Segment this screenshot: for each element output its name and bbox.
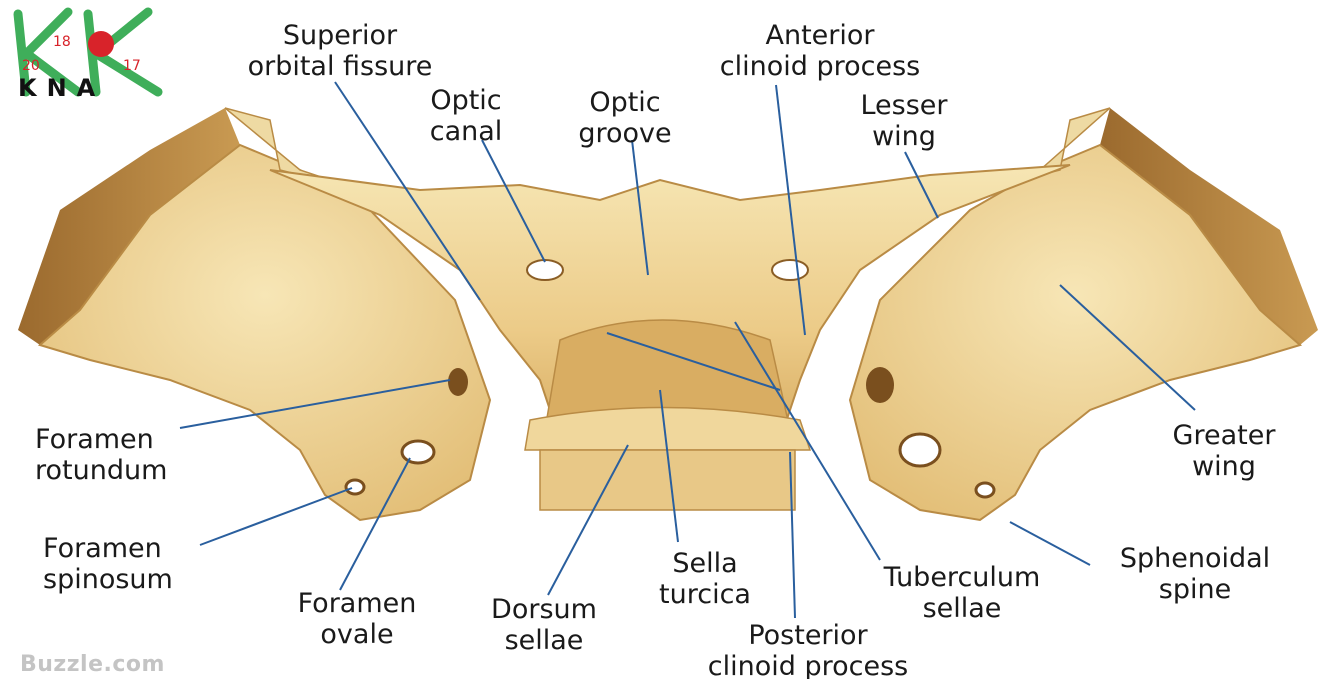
label-optic-canal: Optic canal — [430, 85, 503, 147]
label-dorsum-sellae: Dorsum sellae — [491, 594, 597, 656]
right-foramen-spinosum-hole — [976, 483, 994, 497]
logo-digits-right: 17 — [123, 58, 141, 74]
label-foramen-spinosum: Foramen spinosum — [43, 533, 173, 595]
label-tuberculum-sellae: Tuberculum sellae — [884, 562, 1041, 624]
leader-foramen-spinosum — [200, 488, 352, 545]
kna-logo: 18 20 17 KNA — [8, 4, 168, 99]
label-sphenoidal-spine: Sphenoidal spine — [1120, 543, 1270, 605]
watermark: Buzzle.com — [20, 652, 165, 677]
label-lesser-wing: Lesser wing — [860, 90, 947, 152]
label-optic-groove: Optic groove — [578, 87, 671, 149]
logo-digits-left: 20 — [22, 58, 40, 74]
label-posterior-clinoid-process: Posterior clinoid process — [708, 620, 908, 679]
right-foramen-ovale-hole — [900, 434, 940, 466]
left-foramen-rotundum-hole — [448, 368, 468, 396]
label-greater-wing: Greater wing — [1173, 420, 1276, 482]
logo-digits-top: 18 — [53, 34, 71, 50]
label-anterior-clinoid-process: Anterior clinoid process — [720, 20, 920, 82]
apple-icon — [88, 31, 114, 57]
right-foramen-rotundum-hole — [866, 367, 894, 403]
label-foramen-rotundum: Foramen rotundum — [35, 424, 167, 486]
label-sella-turcica: Sella turcica — [659, 548, 751, 610]
leader-sphenoidal-spine — [1010, 522, 1090, 565]
label-superior-orbital-fissure: Superior orbital fissure — [248, 20, 433, 82]
label-foramen-ovale: Foramen ovale — [298, 588, 417, 650]
left-foramen-ovale-hole — [402, 441, 434, 463]
right-optic-canal-hole — [772, 260, 808, 280]
left-foramen-spinosum-hole — [346, 480, 364, 494]
logo-brand-text: KNA — [18, 74, 105, 99]
left-optic-canal-hole — [527, 260, 563, 280]
